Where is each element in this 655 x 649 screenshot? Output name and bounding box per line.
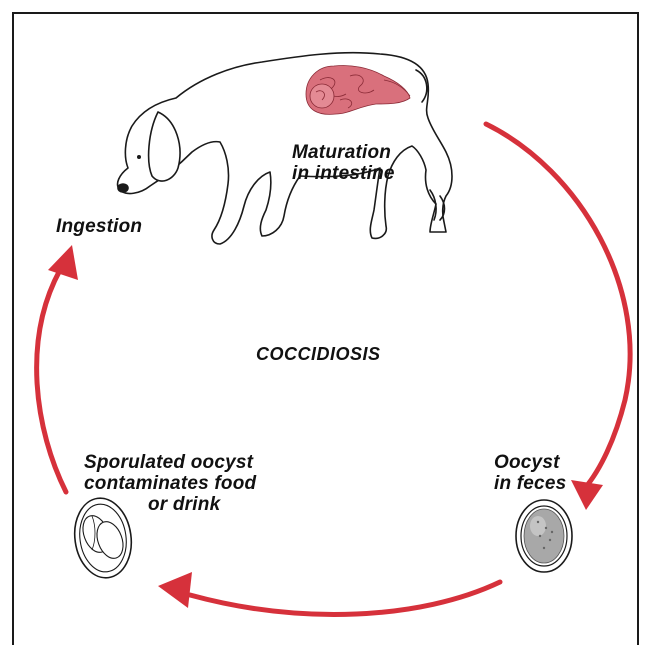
diagram-title: COCCIDIOSIS — [256, 344, 381, 365]
arrowhead-to-feces — [571, 480, 603, 510]
oocyst-line-1: Oocyst — [494, 452, 566, 473]
arrow-to-ingestion — [37, 270, 66, 492]
arrowhead-to-sporulated — [158, 572, 192, 608]
maturation-line-1: Maturation — [292, 142, 395, 163]
dog-illustration-icon — [118, 53, 452, 244]
stage-label-oocyst-in-feces: Oocyst in feces — [494, 452, 566, 494]
sporulated-line-3: or drink — [84, 494, 256, 515]
oocyst-icon — [516, 500, 572, 572]
stage-label-sporulated-oocyst: Sporulated oocyst contaminates food or d… — [84, 452, 256, 515]
stage-label-ingestion: Ingestion — [56, 216, 142, 237]
sporulated-line-1: Sporulated oocyst — [84, 452, 256, 473]
sporulated-line-2: contaminates food — [84, 473, 256, 494]
arrowhead-to-ingestion — [48, 245, 78, 280]
stage-label-maturation: Maturation in intestine — [292, 142, 395, 184]
oocyst-line-2: in feces — [494, 473, 566, 494]
arrow-to-feces — [486, 124, 630, 488]
maturation-line-2: in intestine — [292, 163, 395, 184]
arrow-to-sporulated — [190, 582, 500, 614]
